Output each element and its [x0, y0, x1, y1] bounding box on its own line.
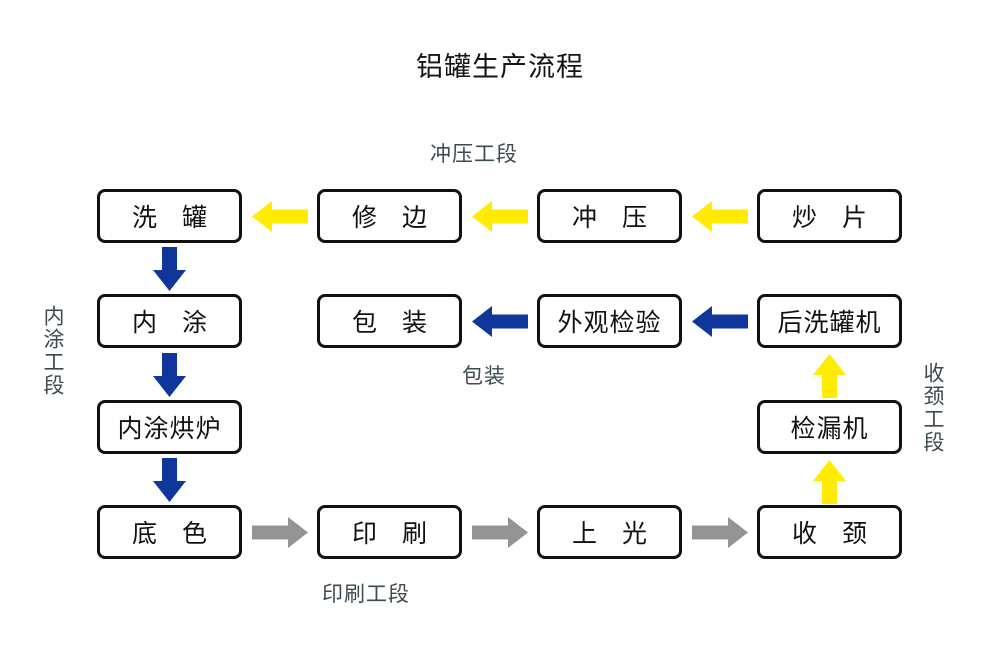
node-leak-tester[interactable]: 检漏机	[757, 400, 902, 454]
section-label-stamping: 冲压工段	[430, 143, 518, 166]
node-coat-oven[interactable]: 内涂烘炉	[97, 400, 242, 454]
node-blank[interactable]: 炒 片	[757, 189, 902, 243]
section-label-printing: 印刷工段	[322, 583, 410, 606]
arrow-print-to-varnish	[472, 516, 528, 549]
arrow-check-to-pack	[472, 305, 528, 338]
section-label-inner-coat: 内涂工段	[41, 305, 64, 397]
arrow-postwash-to-check	[692, 305, 748, 338]
node-inner-coat[interactable]: 内 涂	[97, 294, 242, 348]
arrow-basecolor-to-print	[252, 516, 308, 549]
section-label-necking: 收颈工段	[921, 362, 944, 454]
node-neck[interactable]: 收 颈	[757, 505, 902, 559]
arrow-wash-to-innercoat	[152, 247, 187, 291]
arrow-stamp-to-trim	[472, 200, 528, 233]
node-wash-can[interactable]: 洗 罐	[97, 189, 242, 243]
arrow-neck-to-leaktester	[812, 460, 847, 504]
node-trim[interactable]: 修 边	[317, 189, 462, 243]
arrow-varnish-to-neck	[692, 516, 748, 549]
node-pack[interactable]: 包 装	[317, 294, 462, 348]
node-post-washer[interactable]: 后洗罐机	[757, 294, 902, 348]
arrow-trim-to-wash	[252, 200, 308, 233]
arrow-blank-to-stamp	[692, 200, 748, 233]
page-title: 铝罐生产流程	[416, 52, 584, 82]
node-base-color[interactable]: 底 色	[97, 505, 242, 559]
node-varnish[interactable]: 上 光	[537, 505, 682, 559]
section-label-packaging: 包装	[462, 365, 506, 388]
arrow-innercoat-to-oven	[152, 353, 187, 397]
arrow-oven-to-basecolor	[152, 458, 187, 502]
node-stamp[interactable]: 冲 压	[537, 189, 682, 243]
node-print[interactable]: 印 刷	[317, 505, 462, 559]
node-visual-check[interactable]: 外观检验	[537, 294, 682, 348]
arrow-leaktester-to-postwash	[812, 354, 847, 398]
